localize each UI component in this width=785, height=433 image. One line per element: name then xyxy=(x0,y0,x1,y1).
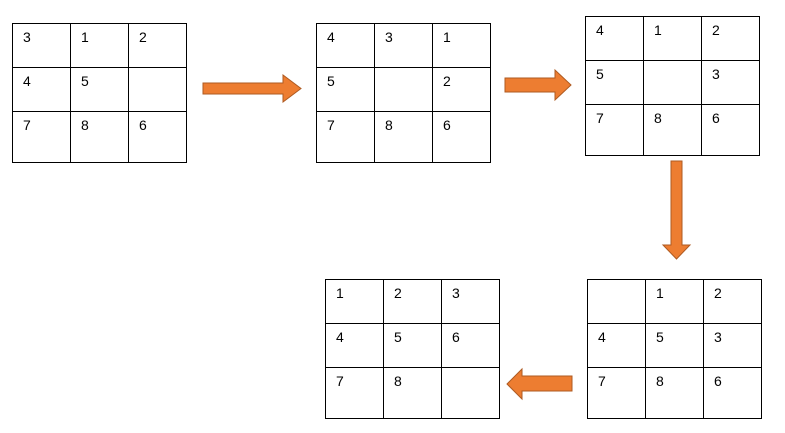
tile: 2 xyxy=(703,279,762,324)
arrow-right-icon xyxy=(202,74,302,103)
tile: 8 xyxy=(643,104,702,156)
tile: 1 xyxy=(432,23,491,68)
tile: 6 xyxy=(703,367,762,419)
tile: 7 xyxy=(316,111,375,163)
tile: 4 xyxy=(12,67,71,112)
tile: 7 xyxy=(587,367,646,419)
tile: 4 xyxy=(325,323,384,368)
tile: 8 xyxy=(645,367,704,419)
tile: 3 xyxy=(701,60,760,105)
tile: 7 xyxy=(585,104,644,156)
tile: 8 xyxy=(383,367,442,419)
tile: 4 xyxy=(316,23,375,68)
tile: 1 xyxy=(643,16,702,61)
tile: 6 xyxy=(701,104,760,156)
tile: 2 xyxy=(432,67,491,112)
tile: 6 xyxy=(441,323,500,368)
tile: 1 xyxy=(325,279,384,324)
tile: 5 xyxy=(316,67,375,112)
tile: 3 xyxy=(441,279,500,324)
tile: 8 xyxy=(374,111,433,163)
tile: 2 xyxy=(128,23,187,68)
empty-tile xyxy=(374,67,433,112)
tile: 2 xyxy=(701,16,760,61)
tile: 5 xyxy=(383,323,442,368)
tile: 8 xyxy=(70,111,129,163)
empty-tile xyxy=(441,367,500,419)
tile: 5 xyxy=(585,60,644,105)
arrow-down-icon xyxy=(661,160,692,260)
tile: 1 xyxy=(645,279,704,324)
arrow-left-icon xyxy=(506,367,573,401)
tile: 7 xyxy=(325,367,384,419)
arrow-right-icon xyxy=(504,68,572,102)
tile: 2 xyxy=(383,279,442,324)
tile: 3 xyxy=(12,23,71,68)
tile: 3 xyxy=(374,23,433,68)
tile: 4 xyxy=(587,323,646,368)
tile: 5 xyxy=(70,67,129,112)
tile: 1 xyxy=(70,23,129,68)
tile: 7 xyxy=(12,111,71,163)
tile: 4 xyxy=(585,16,644,61)
empty-tile xyxy=(643,60,702,105)
empty-tile xyxy=(587,279,646,324)
tile: 6 xyxy=(432,111,491,163)
tile: 5 xyxy=(645,323,704,368)
empty-tile xyxy=(128,67,187,112)
tile: 3 xyxy=(703,323,762,368)
tile: 6 xyxy=(128,111,187,163)
